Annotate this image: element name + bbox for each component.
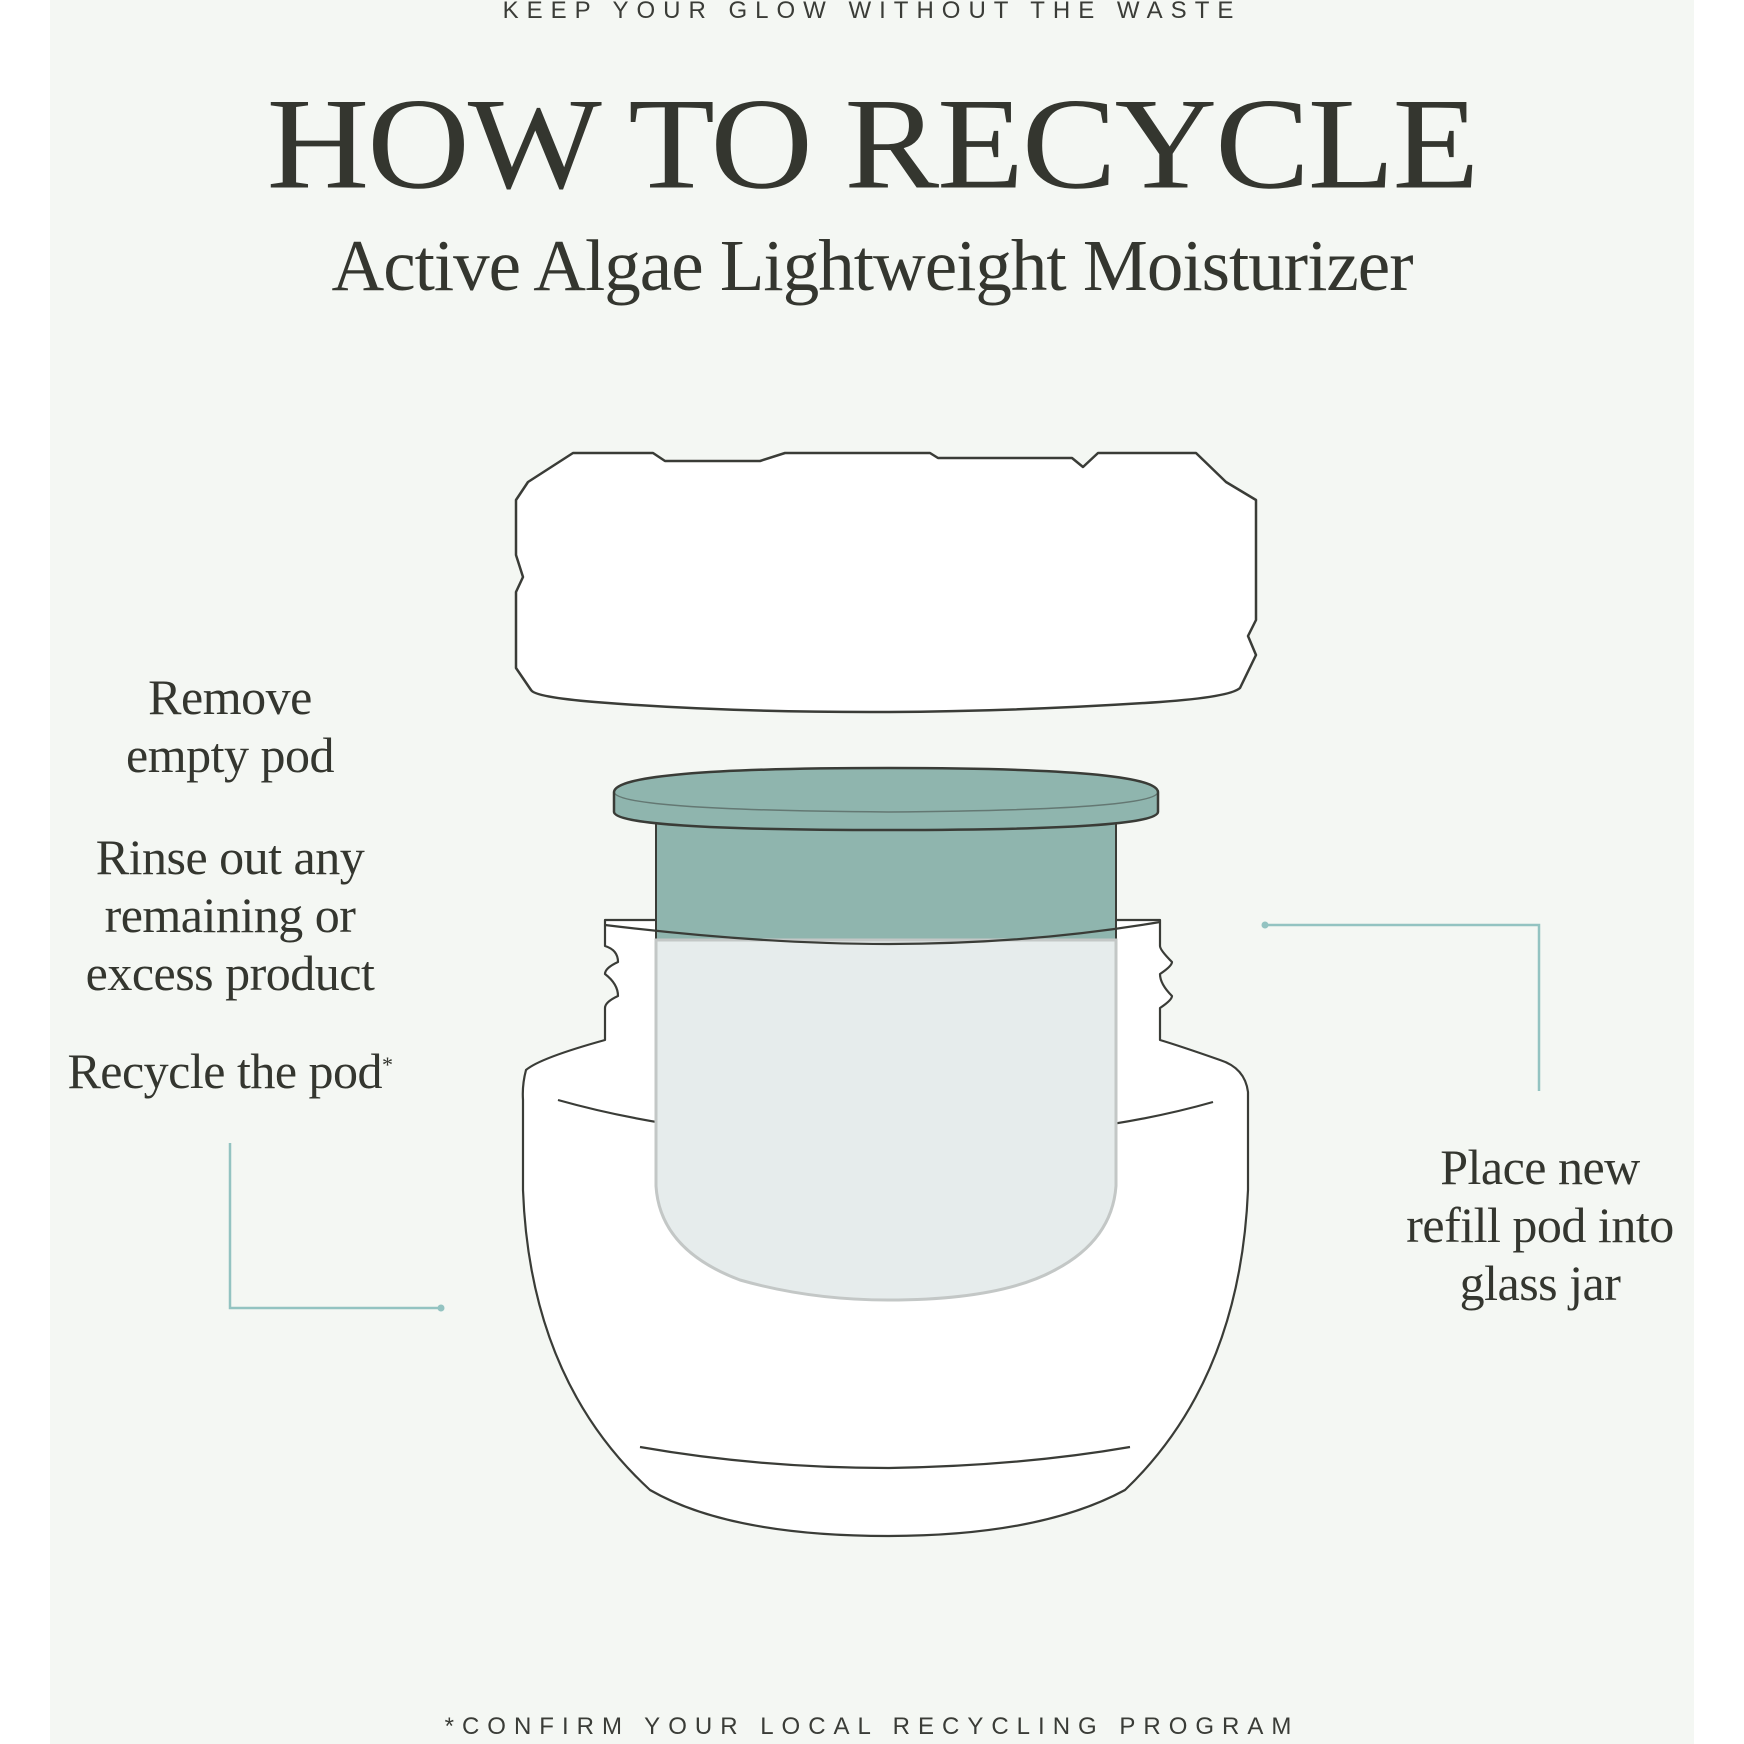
page-title: HOW TO RECYCLE — [266, 70, 1480, 216]
step-place-new-line-3: glass jar — [1459, 1255, 1621, 1311]
jar-lid-icon — [514, 451, 1258, 714]
eyebrow-tagline: KEEP YOUR GLOW WITHOUT THE WASTE — [502, 0, 1242, 24]
step-place-new-line-2: refill pod into — [1406, 1197, 1674, 1253]
refill-pod-icon — [604, 766, 1161, 1302]
callout-line-right — [1261, 921, 1541, 1091]
step-place-new-line-1: Place new — [1440, 1139, 1640, 1195]
step-rinse-line-1: Rinse out any — [95, 829, 365, 885]
step-remove-pod: Remove empty pod — [40, 668, 420, 784]
step-rinse-line-2: remaining or — [104, 887, 356, 943]
step-rinse-line-3: excess product — [85, 945, 375, 1001]
callout-line-left — [228, 1143, 445, 1312]
step-remove-pod-line-2: empty pod — [126, 727, 334, 783]
footnote: *CONFIRM YOUR LOCAL RECYCLING PROGRAM — [444, 1713, 1300, 1740]
step-remove-pod-line-1: Remove — [148, 669, 312, 725]
product-name: Active Algae Lightweight Moisturizer — [331, 225, 1413, 306]
footnote-marker: * — [382, 1052, 393, 1077]
step-rinse: Rinse out any remaining or excess produc… — [30, 828, 430, 1002]
step-recycle-text: Recycle the pod — [67, 1043, 383, 1099]
step-place-new: Place new refill pod into glass jar — [1370, 1138, 1710, 1312]
step-recycle: Recycle the pod* — [20, 1042, 440, 1100]
